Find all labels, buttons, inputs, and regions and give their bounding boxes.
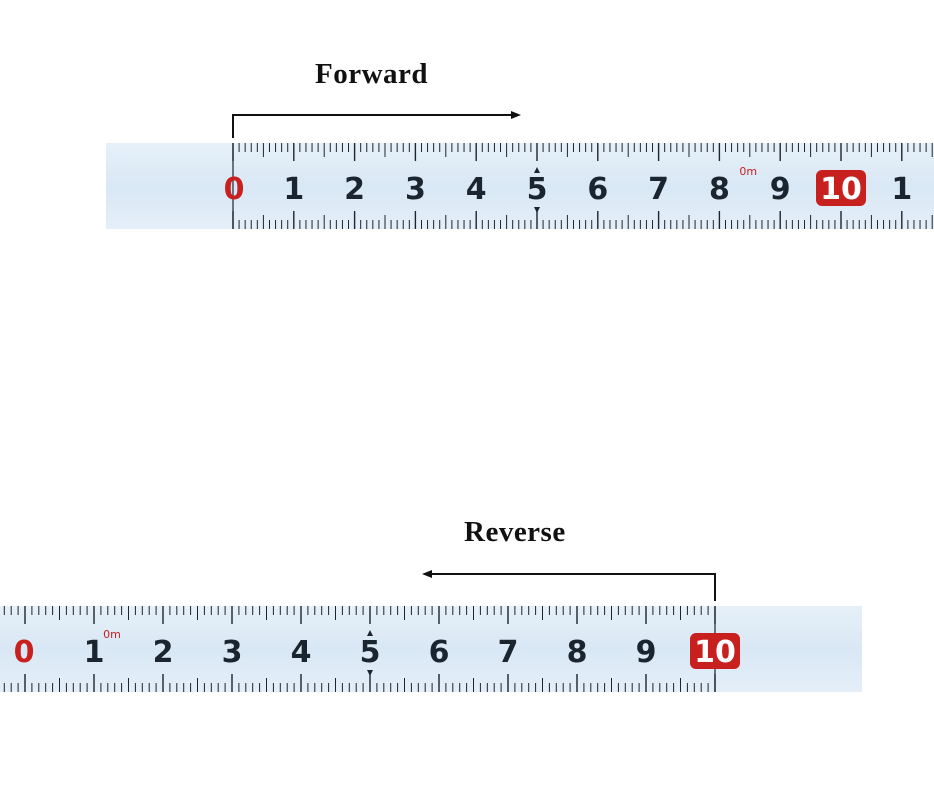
reverse-number: 7	[498, 635, 519, 670]
reverse-number: 5	[360, 635, 381, 670]
forward-number: 8	[709, 172, 730, 207]
forward-number: 10	[820, 172, 862, 207]
reverse-number: 0	[14, 635, 35, 670]
forward-tape-measure: 0 1 2 3 4 5 6 7 8 9 10 1 0m	[106, 143, 934, 229]
forward-label: Forward	[315, 58, 429, 90]
ten-badge	[690, 633, 740, 669]
forward-number: 9	[770, 172, 791, 207]
forward-number: 5	[527, 172, 548, 207]
reverse-number: 3	[222, 635, 243, 670]
midpoint-marker-top	[534, 167, 540, 173]
midpoint-marker-top	[367, 630, 373, 636]
forward-number: 3	[405, 172, 426, 207]
reverse-label: Reverse	[464, 516, 566, 548]
forward-unit-label: 0m	[739, 165, 757, 178]
midpoint-marker-bottom	[367, 670, 373, 676]
reverse-number: 4	[291, 635, 312, 670]
reverse-number: 8	[567, 635, 588, 670]
reverse-unit-label: 0m	[103, 628, 121, 641]
reverse-number: 9	[636, 635, 657, 670]
forward-number: 7	[648, 172, 669, 207]
forward-number: 6	[587, 172, 608, 207]
reverse-number: 6	[429, 635, 450, 670]
midpoint-marker-bottom	[534, 207, 540, 213]
forward-number: 4	[466, 172, 487, 207]
reverse-number: 2	[153, 635, 174, 670]
reverse-number: 10	[694, 635, 736, 670]
reverse-number: 1	[84, 635, 105, 670]
forward-number: 1	[891, 172, 912, 207]
forward-number: 1	[283, 172, 304, 207]
forward-number: 2	[344, 172, 365, 207]
forward-number: 0	[224, 172, 245, 207]
ten-badge	[816, 170, 866, 206]
